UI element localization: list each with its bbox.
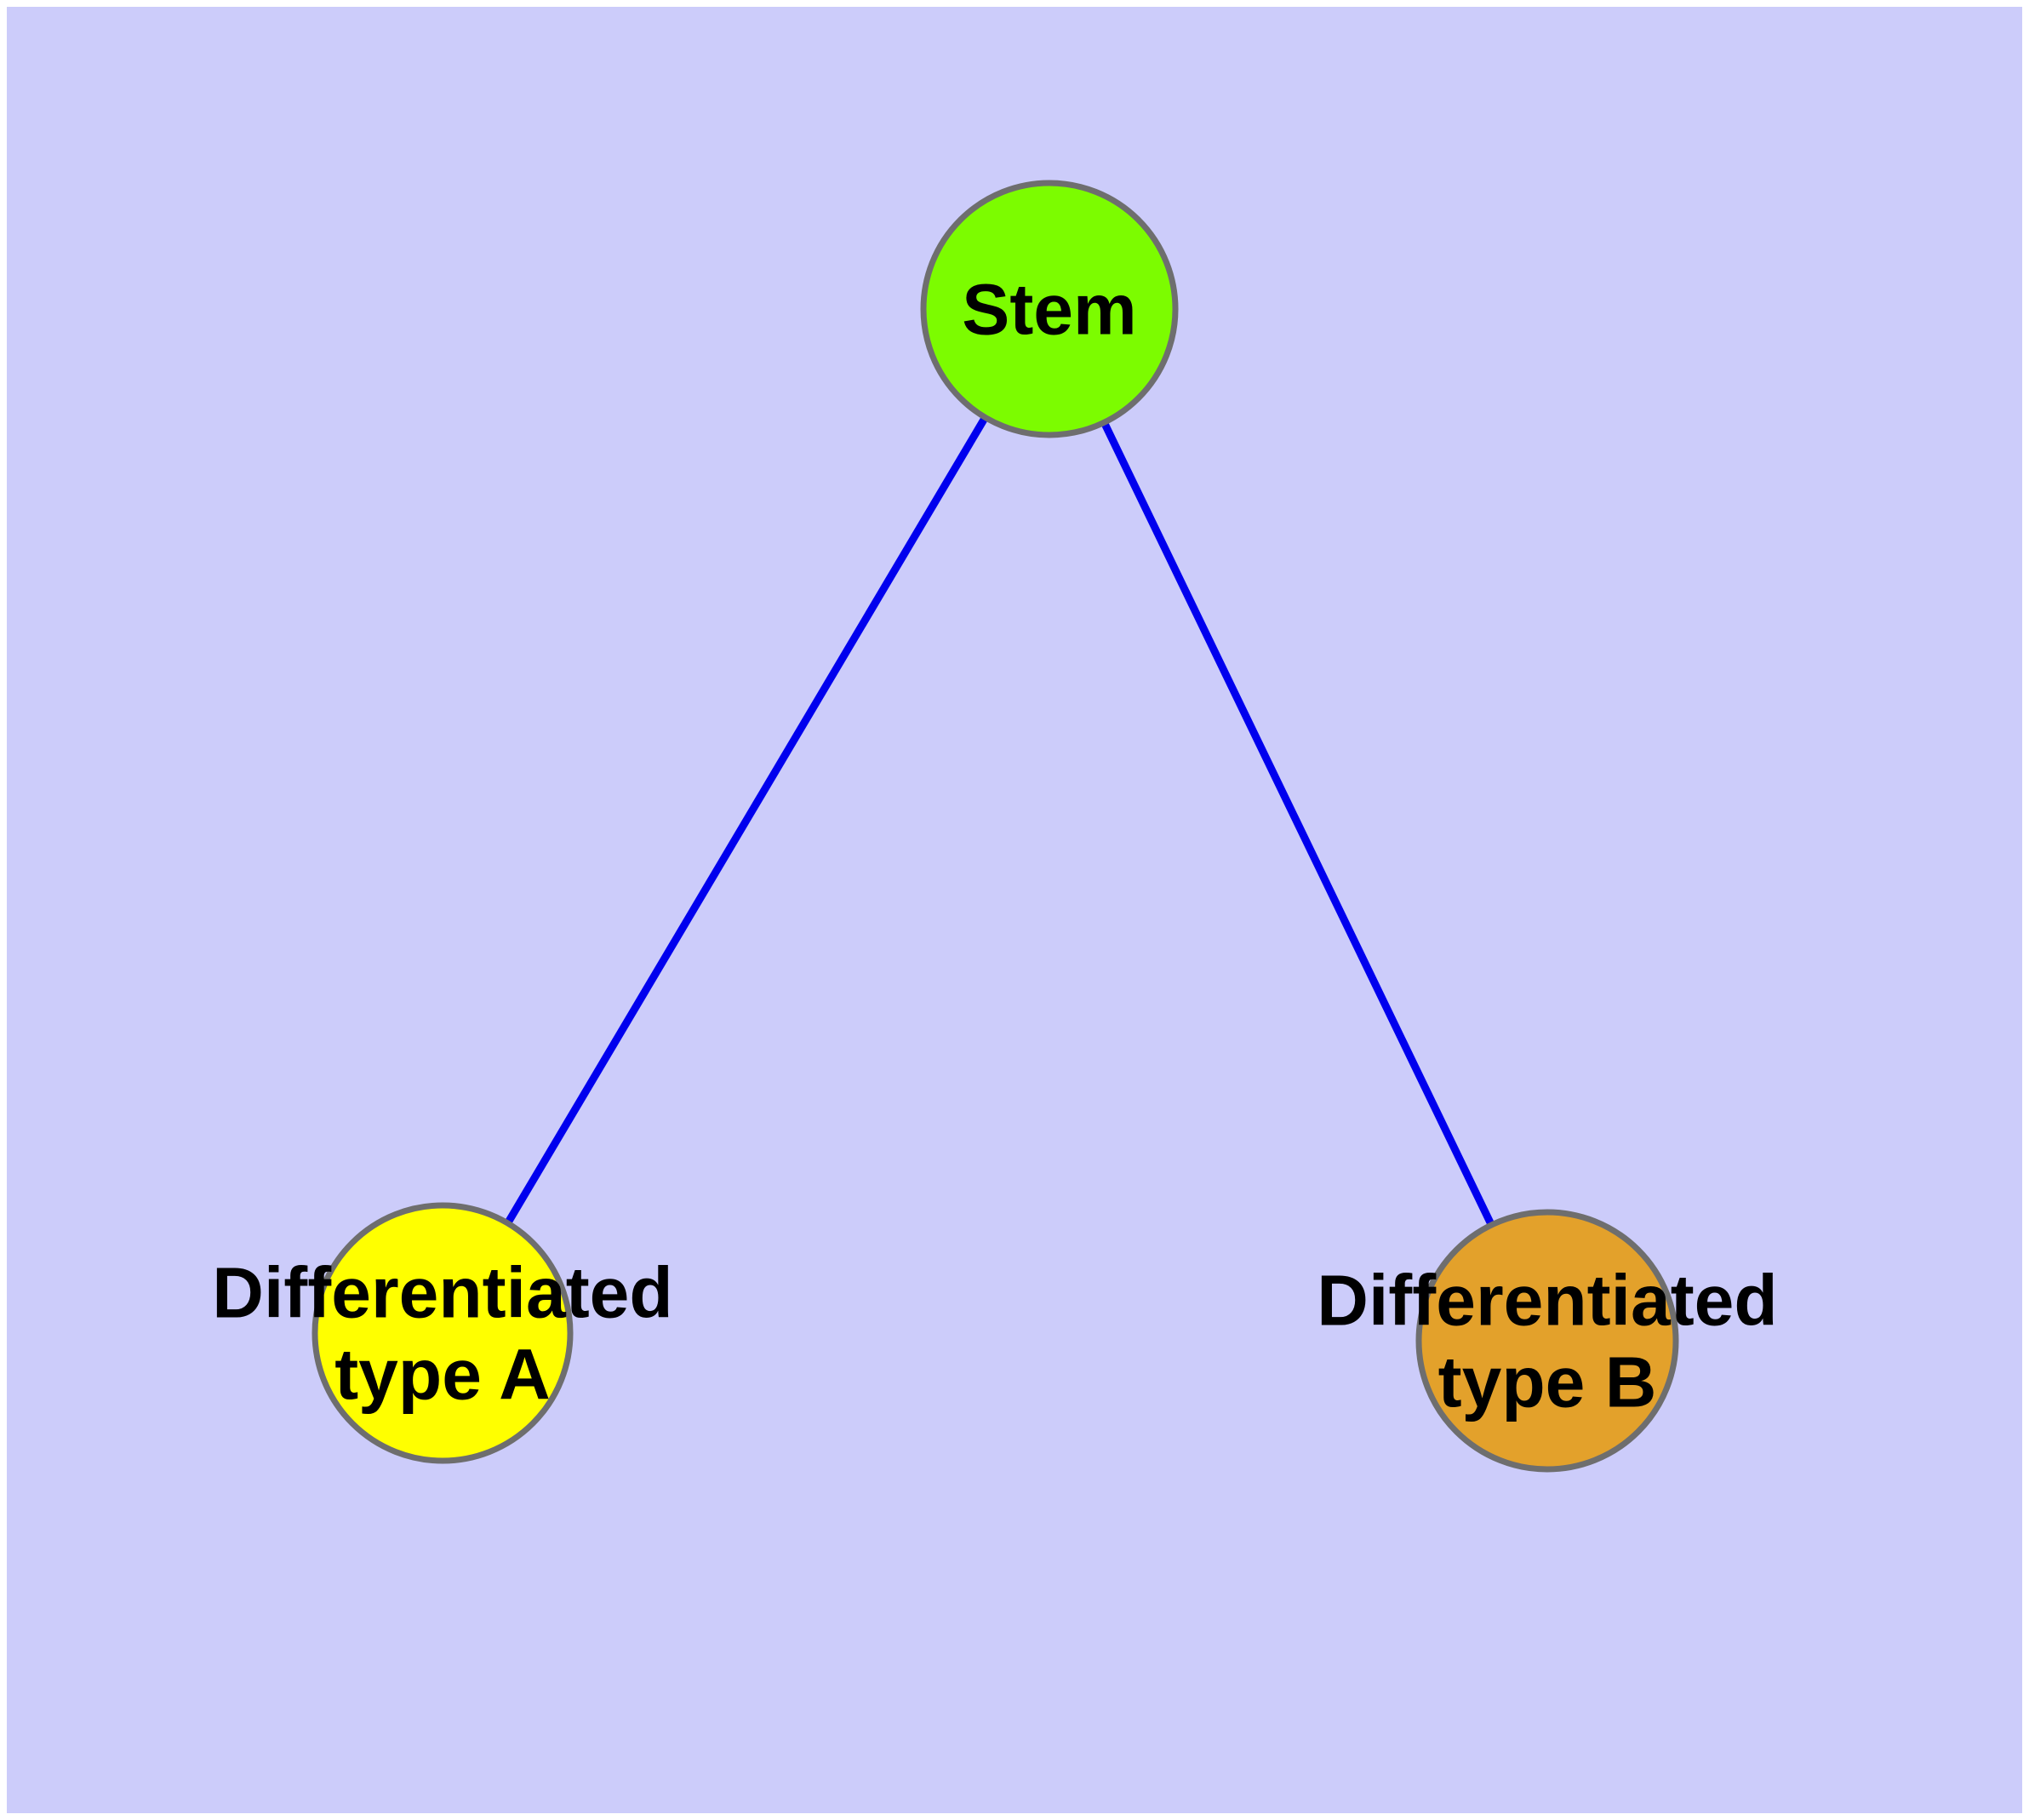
node-diff_b[interactable] bbox=[1415, 1209, 1679, 1473]
node-label-line: Differentiated bbox=[1317, 1260, 1777, 1340]
edges-layer bbox=[439, 306, 1552, 1342]
node-label-line: Differentiated bbox=[212, 1252, 672, 1332]
node-label-line: type B bbox=[1438, 1342, 1657, 1422]
edge-stem-diff-a[interactable] bbox=[439, 306, 1053, 1336]
edge-stem-diff-b[interactable] bbox=[1045, 307, 1552, 1342]
node-diff_a[interactable] bbox=[311, 1202, 574, 1464]
node-label-stem: Stem bbox=[962, 269, 1136, 349]
node-label-line: Stem bbox=[962, 269, 1136, 349]
node-label-line: type A bbox=[334, 1334, 551, 1414]
node-stem[interactable] bbox=[920, 180, 1179, 438]
nodes-layer bbox=[311, 180, 1679, 1473]
